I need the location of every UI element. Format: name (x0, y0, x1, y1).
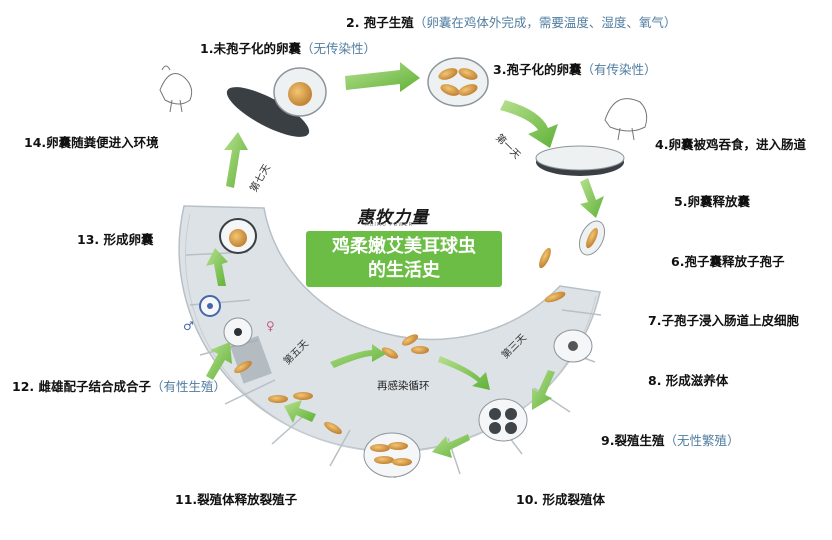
brand-logo: 惠牧力量 (357, 208, 429, 228)
step-5-label: 5.卵囊释放囊 (674, 194, 750, 209)
merozoites (234, 360, 421, 478)
reinfection-spores (381, 334, 429, 359)
arrow-13-up (206, 248, 228, 286)
step-3-label: 3.孢子化的卵囊（有传染性） (493, 59, 656, 78)
step-14-label: 14.卵囊随粪便进入环境 (24, 135, 159, 150)
title-line-2: 的生活史 (368, 260, 440, 281)
brand-subtitle: HUIMU POWER (365, 222, 413, 228)
step-2-note: （卵囊在鸡体外完成，需要温度、湿度、氧气） (413, 15, 677, 30)
title-line-1: 鸡柔嫩艾美耳球虫 (332, 236, 476, 257)
arrow-7th-day (224, 132, 248, 188)
step-9-note: （无性繁殖） (664, 433, 740, 448)
arrow-8-9 (532, 370, 555, 410)
arrow-9-10 (432, 434, 470, 458)
step-12-text: 12. 雌雄配子结合成合子 (12, 379, 151, 394)
sporocyst-release (539, 220, 606, 303)
step-13-label: 13. 形成卵囊 (77, 232, 154, 247)
arrow-reinfect-1 (330, 344, 386, 368)
step-6-label: 6.孢子囊释放子孢子 (671, 254, 785, 269)
trophozoite-cell (553, 329, 593, 363)
step-7-label: 7.子孢子浸入肠道上皮细胞 (648, 313, 799, 328)
step-12-label: 12. 雌雄配子结合成合子（有性生殖） (12, 376, 226, 395)
chicken-icon-2 (604, 98, 648, 141)
step-2-text: 2. 孢子生殖 (346, 15, 414, 30)
svg-text:♂: ♂ (183, 319, 194, 333)
arrow-11-12 (284, 400, 316, 423)
step-1-note: （无传染性） (300, 41, 376, 56)
arrow-reinfect-2 (438, 356, 490, 390)
step-2-label: 2. 孢子生殖（卵囊在鸡体外完成，需要温度、湿度、氧气） (346, 12, 676, 31)
step-4-label: 4.卵囊被鸡吞食，进入肠道 (655, 137, 806, 152)
chicken-icon (159, 65, 193, 113)
cycle-arrows (206, 62, 604, 458)
arrow-4-5 (580, 178, 604, 218)
oocyst-forming (219, 218, 257, 254)
oocyst-unsporulated (226, 67, 327, 137)
svg-text:♀: ♀ (266, 319, 275, 333)
step-3-text: 3.孢子化的卵囊 (493, 62, 582, 77)
arrow-1-3 (345, 62, 420, 92)
arrow-3-4 (500, 100, 558, 148)
step-10-label: 10. 形成裂殖体 (516, 492, 605, 507)
arrow-12-13 (206, 342, 232, 380)
step-12-note: （有性生殖） (151, 379, 227, 394)
step-1-text: 1.未孢子化的卵囊 (200, 41, 301, 56)
step-8-label: 8. 形成滋养体 (648, 373, 729, 388)
oocyst-sporulated (427, 57, 489, 107)
step-1-label: 1.未孢子化的卵囊（无传染性） (200, 38, 376, 57)
step-3-note: （有传染性） (581, 62, 657, 77)
title-box: 鸡柔嫩艾美耳球虫 的生活史 (306, 231, 502, 287)
step-9-label: 9.裂殖生殖（无性繁殖） (601, 430, 739, 449)
step-9-text: 9.裂殖生殖 (601, 433, 665, 448)
schizont-cell (478, 398, 528, 442)
reinfection-label: 再感染循环 (377, 380, 430, 392)
intestine-band (178, 205, 601, 452)
gamete-cells: ♂ ♀ (183, 295, 275, 347)
step-11-label: 11.裂殖体释放裂殖子 (175, 492, 298, 507)
